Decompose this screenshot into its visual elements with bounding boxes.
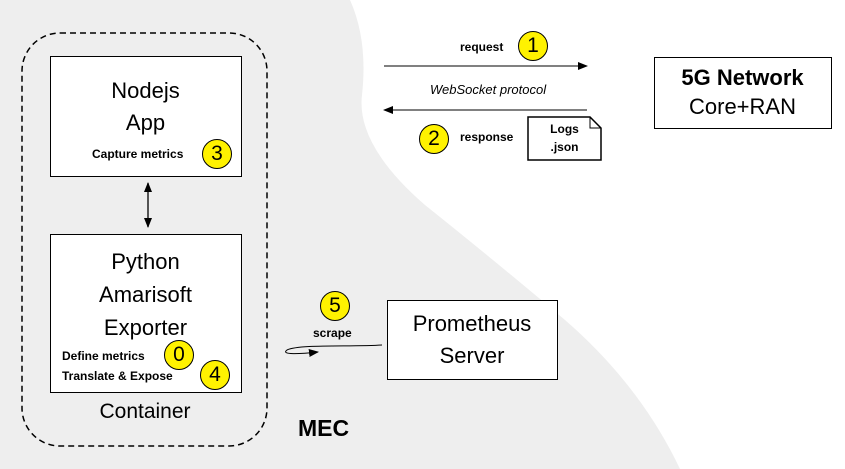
translate-expose-label: Translate & Expose: [62, 369, 173, 383]
python-exporter-title-line1: Python: [111, 249, 180, 274]
5g-network-title: 5G Network: [681, 65, 804, 90]
logs-document-fold: [589, 117, 601, 129]
5g-network-subtitle: Core+RAN: [689, 94, 796, 119]
request-label: request: [460, 40, 504, 54]
nodejs-app-title-line1: Nodejs: [111, 78, 180, 103]
websocket-protocol-label: WebSocket protocol: [430, 82, 547, 97]
python-exporter-title-line3: Exporter: [103, 315, 188, 340]
container-label: Container: [99, 400, 191, 423]
response-label: response: [460, 130, 514, 144]
step-badge-2: 2: [419, 124, 449, 154]
capture-metrics-label: Capture metrics: [92, 147, 184, 161]
scrape-label: scrape: [313, 326, 352, 340]
prometheus-title-line1: Prometheus: [412, 311, 532, 336]
scrape-arrow: [285, 344, 383, 357]
nodejs-app-title-line2: App: [125, 110, 166, 135]
python-exporter-title-line2: Amarisoft: [99, 282, 192, 307]
logs-doc-line2: .json: [550, 140, 579, 154]
logs-doc-line1: Logs: [550, 122, 579, 136]
step-badge-0: 0: [164, 340, 194, 370]
container-boundary: [21, 32, 268, 447]
step-badge-3: 3: [202, 139, 232, 169]
step-badge-4: 4: [200, 360, 230, 390]
prometheus-server-box: Prometheus Server: [387, 300, 558, 380]
step-badge-1: 1: [518, 31, 548, 61]
prometheus-title-line2: Server: [439, 343, 505, 368]
5g-network-box: 5G Network Core+RAN: [654, 57, 832, 129]
define-metrics-label: Define metrics: [62, 349, 145, 363]
mec-label: MEC: [298, 415, 350, 441]
logs-document-shape: [527, 116, 602, 161]
step-badge-5: 5: [320, 291, 350, 321]
